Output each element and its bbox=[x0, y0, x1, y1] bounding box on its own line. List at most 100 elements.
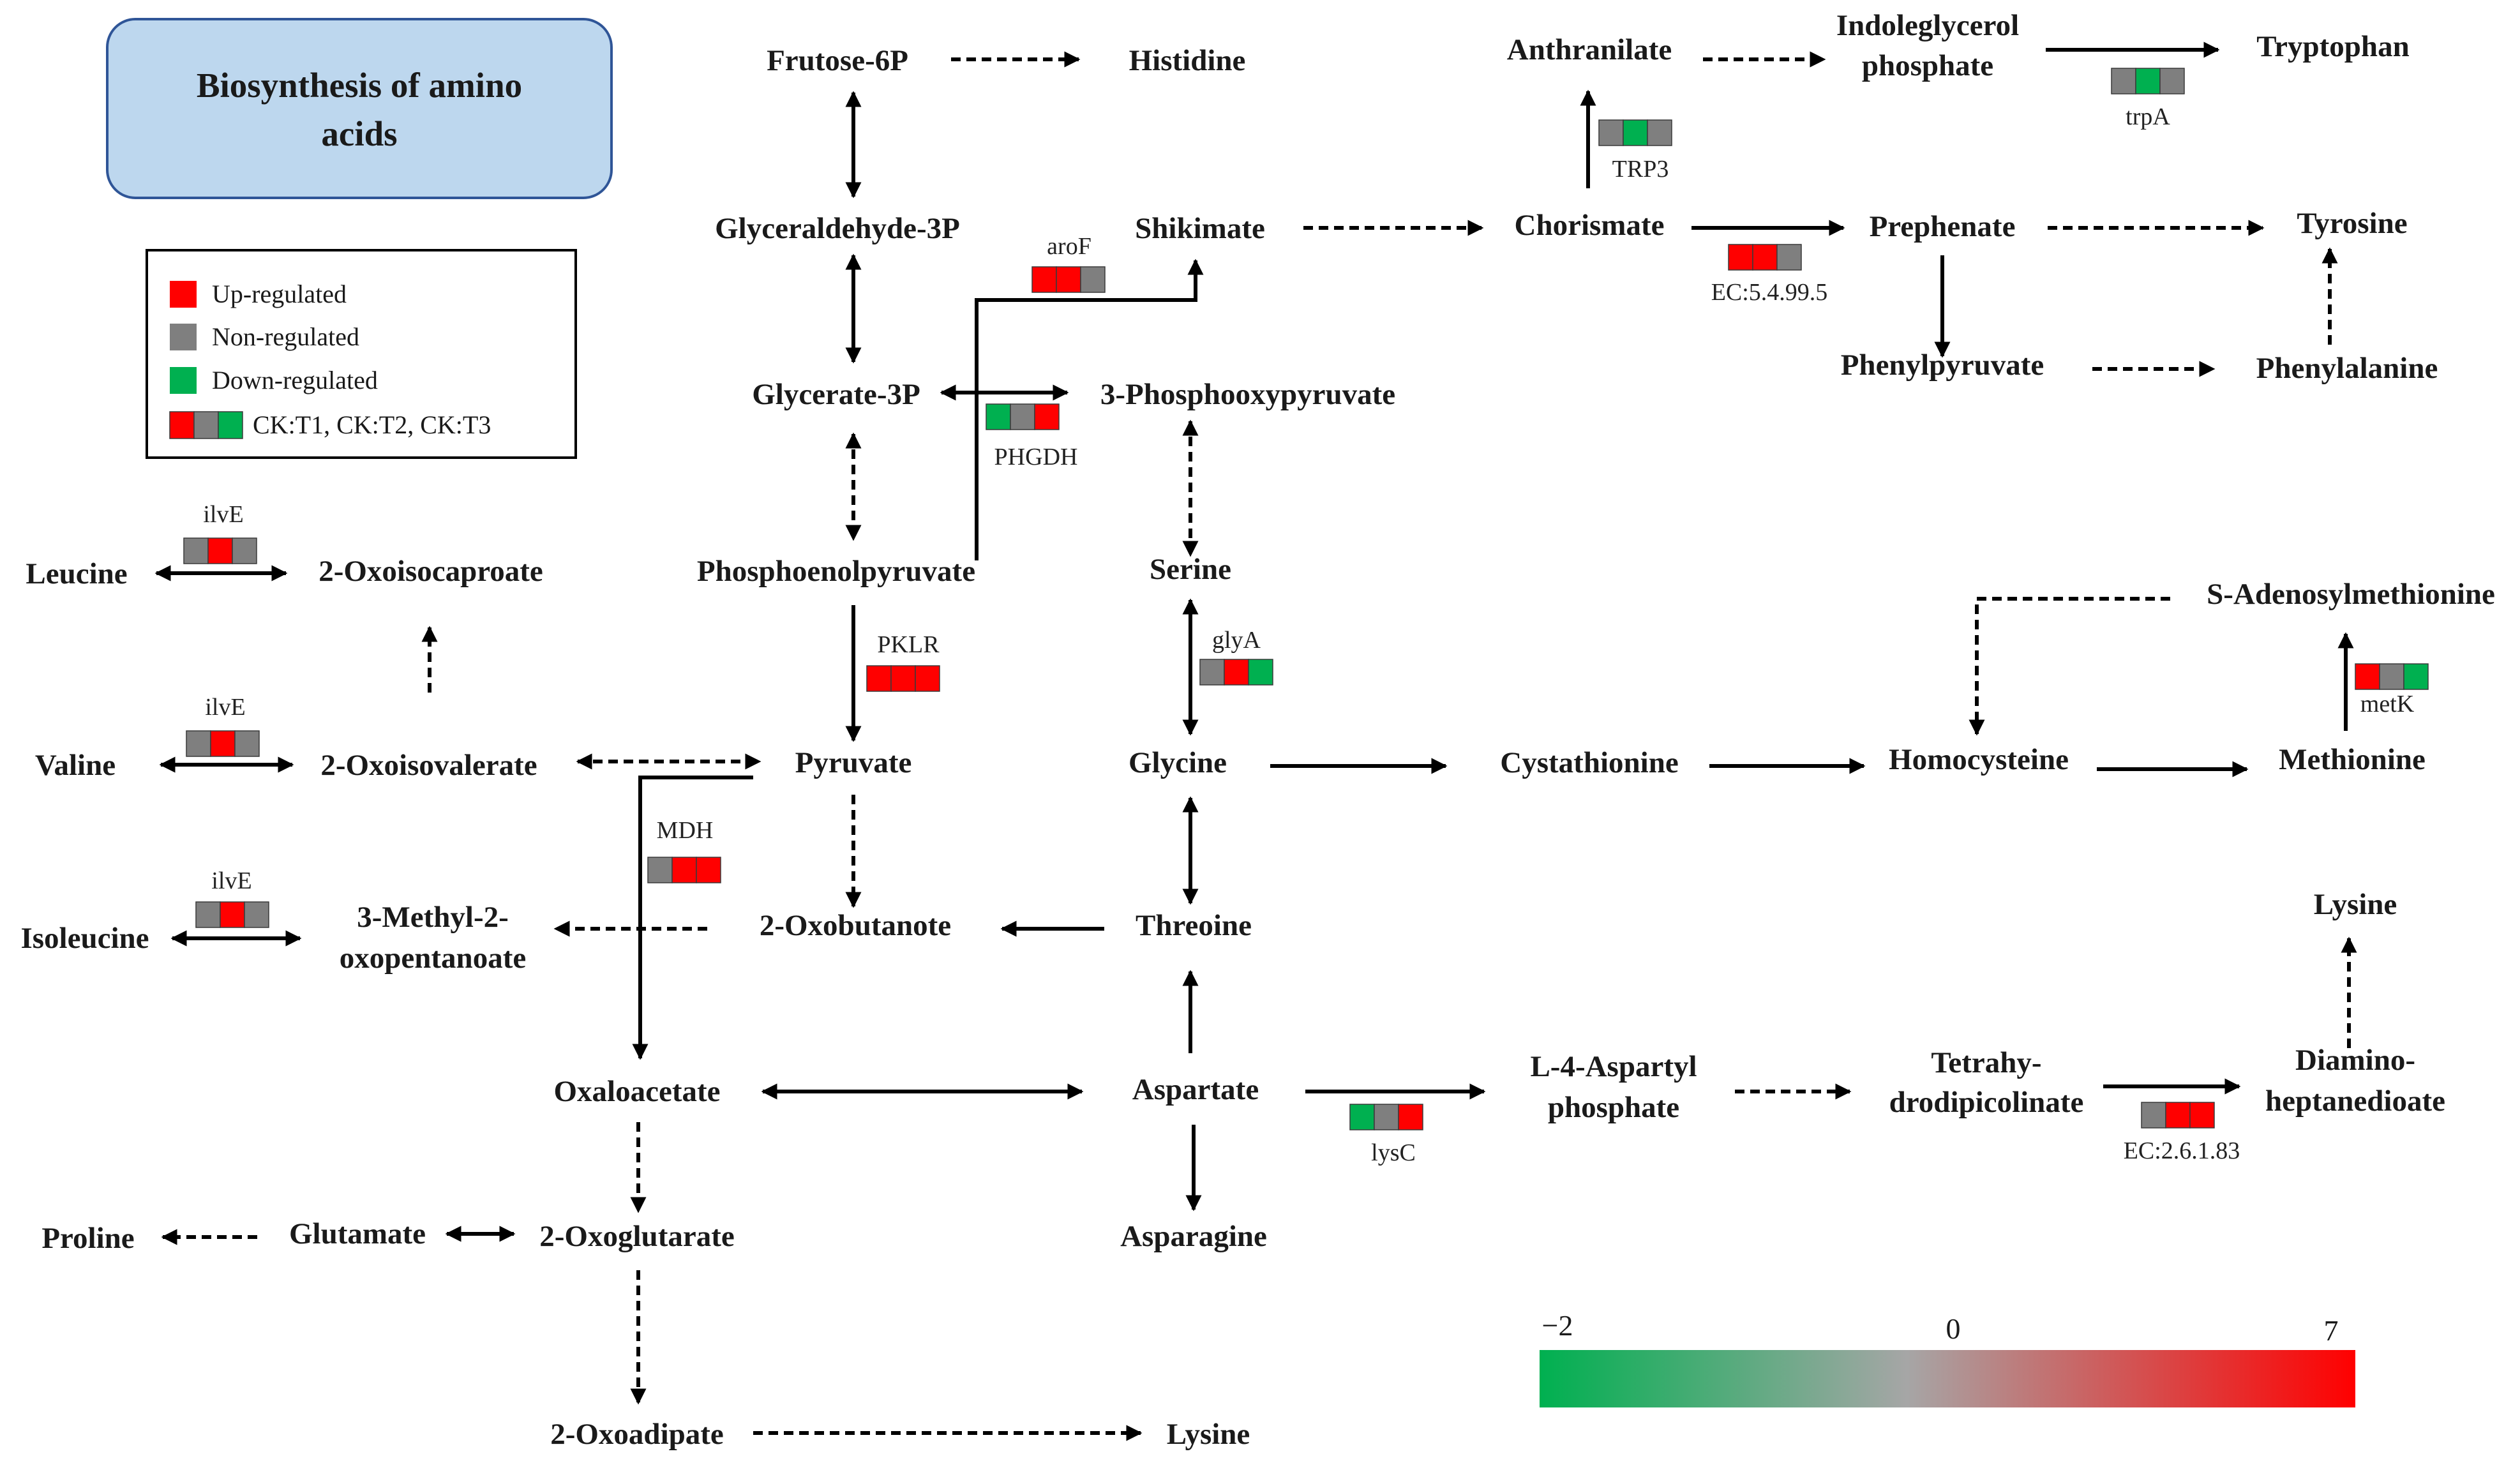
expression-box bbox=[183, 537, 257, 564]
expression-cell-non bbox=[186, 730, 211, 757]
expression-box bbox=[647, 857, 721, 883]
enzyme-label: ilvE bbox=[211, 867, 251, 894]
title-box: Biosynthesis of amino acids bbox=[106, 18, 613, 199]
metabolite-cystathionine: Cystathionine bbox=[1500, 746, 1678, 779]
color-scale-mid: 0 bbox=[1946, 1312, 1961, 1345]
metabolite-3-methyl-2-oxopentanoate-line-2: oxopentanoate bbox=[340, 942, 526, 975]
expression-cell-up bbox=[2165, 1102, 2191, 1129]
expression-box bbox=[1598, 119, 1672, 146]
legend-up-label: Up-regulated bbox=[212, 280, 347, 308]
metabolite-indoleglycerol-phosphate-line-1: Indoleglycerol bbox=[1836, 9, 2019, 42]
expression-cell-up bbox=[210, 730, 236, 757]
metabolite-2-oxoisocaproate: 2-Oxoisocaproate bbox=[319, 555, 543, 588]
legend-down-swatch bbox=[170, 367, 197, 394]
metabolite-2-oxoisovalerate: 2-Oxoisovalerate bbox=[320, 749, 537, 782]
metabolite-tetrahydrodipicolinate-line-1: Tetrahy- bbox=[1931, 1046, 2041, 1079]
enzyme-ilvE-valine: ilvE bbox=[186, 694, 260, 757]
metabolite-diaminoheptanedioate-line-2: heptanedioate bbox=[2265, 1084, 2445, 1118]
metabolite-homocysteine: Homocysteine bbox=[1889, 743, 2069, 776]
expression-cell-up bbox=[220, 901, 245, 928]
metabolite-tryptophan: Tryptophan bbox=[2256, 30, 2409, 63]
expression-box bbox=[2355, 663, 2429, 690]
legend-down-label: Down-regulated bbox=[212, 366, 378, 394]
metabolite-frutose-6p: Frutose-6P bbox=[767, 44, 908, 77]
metabolite-3-methyl-2-oxopentanoate-line-1: 3-Methyl-2- bbox=[357, 901, 509, 934]
title-line-2: acids bbox=[321, 114, 397, 153]
metabolite-aspartate: Aspartate bbox=[1132, 1073, 1259, 1106]
metabolite-glycerate-3p: Glycerate-3P bbox=[752, 378, 920, 411]
color-scale-min: −2 bbox=[1542, 1309, 1573, 1342]
expression-cell-non bbox=[2111, 68, 2136, 94]
expression-cell-down bbox=[2403, 663, 2429, 690]
enzyme-label: lysC bbox=[1371, 1139, 1416, 1166]
metabolite-threoine: Threoine bbox=[1136, 909, 1252, 942]
legend-sample-box bbox=[169, 411, 243, 439]
expression-box bbox=[1349, 1104, 1423, 1130]
metabolite-lysine-right: Lysine bbox=[2314, 888, 2397, 921]
metabolite-glyceraldehyde-3p: Glyceraldehyde-3P bbox=[715, 212, 960, 245]
expression-box bbox=[195, 901, 269, 928]
enzyme-label: ilvE bbox=[203, 501, 243, 528]
metabolite-tyrosine: Tyrosine bbox=[2297, 207, 2407, 240]
enzyme-label: metK bbox=[2360, 691, 2415, 717]
expression-cell-non bbox=[2141, 1102, 2166, 1129]
expression-cell-non bbox=[1374, 1104, 1399, 1130]
expression-box bbox=[1728, 244, 1802, 271]
enzyme-TRP3: TRP3 bbox=[1598, 119, 1672, 183]
enzyme-EC-2.6.1.83: EC:2.6.1.83 bbox=[2124, 1102, 2240, 1164]
pathway-arrows bbox=[154, 41, 2357, 1441]
expression-cell-up bbox=[1034, 403, 1060, 430]
metabolite-asparagine: Asparagine bbox=[1120, 1220, 1267, 1253]
expression-cell-non bbox=[2159, 68, 2185, 94]
enzyme-label: EC:5.4.99.5 bbox=[1711, 279, 1828, 306]
metabolite-lysine-bottom: Lysine bbox=[1167, 1418, 1250, 1451]
enzyme-label: TRP3 bbox=[1612, 156, 1669, 183]
metabolite-valine: Valine bbox=[35, 749, 116, 782]
metabolite-histidine: Histidine bbox=[1129, 44, 1246, 77]
expression-cell-up bbox=[890, 665, 916, 692]
metabolite-prephenate: Prephenate bbox=[1870, 210, 2016, 243]
expression-cell-down bbox=[1623, 119, 1648, 146]
expression-cell-up bbox=[2189, 1102, 2215, 1129]
metabolite-indoleglycerol-phosphate-line-2: phosphate bbox=[1862, 49, 1993, 82]
expression-box bbox=[1031, 266, 1106, 293]
metabolite-shikimate: Shikimate bbox=[1135, 212, 1265, 245]
metabolite-oxaloacetate: Oxaloacetate bbox=[553, 1075, 720, 1108]
enzyme-EC-5.4.99.5: EC:5.4.99.5 bbox=[1711, 244, 1828, 306]
metabolite-anthranilate: Anthranilate bbox=[1507, 33, 1672, 66]
enzyme-aroF: aroF bbox=[1031, 233, 1106, 293]
metabolite-phosphoenolpyruvate: Phosphoenolpyruvate bbox=[697, 555, 975, 588]
color-scale-bar bbox=[1540, 1350, 2355, 1407]
expression-cell-non bbox=[234, 730, 260, 757]
legend-up-swatch bbox=[170, 281, 197, 308]
metabolite-l-4-aspartyl-phosphate-line-1: L-4-Aspartyl bbox=[1530, 1050, 1697, 1083]
legend-non-label: Non-regulated bbox=[212, 322, 359, 351]
enzyme-label: aroF bbox=[1047, 233, 1091, 260]
expression-cell-down bbox=[986, 403, 1011, 430]
metabolite-chorismate: Chorismate bbox=[1515, 209, 1665, 242]
metabolite-2-oxoadipate: 2-Oxoadipate bbox=[550, 1418, 724, 1451]
enzyme-label: trpA bbox=[2126, 103, 2170, 130]
enzyme-lysC: lysC bbox=[1349, 1104, 1423, 1166]
expression-box bbox=[2111, 68, 2185, 94]
metabolite-2-oxobutanote: 2-Oxobutanote bbox=[760, 909, 951, 942]
expression-cell-up bbox=[1031, 266, 1057, 293]
expression-cell-non bbox=[2379, 663, 2404, 690]
metabolite-glycine: Glycine bbox=[1129, 746, 1227, 779]
color-scale: −2 0 7 bbox=[1540, 1309, 2355, 1407]
expression-cell-non bbox=[647, 857, 673, 883]
expression-cell-non bbox=[244, 901, 269, 928]
metabolite-l-4-aspartyl-phosphate-line-2: phosphate bbox=[1548, 1091, 1679, 1124]
expression-cell-up bbox=[1398, 1104, 1423, 1130]
expression-cell-non bbox=[1010, 403, 1035, 430]
color-scale-max: 7 bbox=[2324, 1314, 2339, 1347]
expression-box bbox=[866, 665, 940, 692]
legend: Up-regulated Non-regulated Down-regulate… bbox=[146, 249, 577, 459]
expression-cell-up bbox=[696, 857, 721, 883]
expression-cell-non bbox=[232, 537, 257, 564]
expression-cell-up bbox=[671, 857, 697, 883]
expression-cell-up bbox=[1728, 244, 1753, 271]
metabolite-labels: Frutose-6P Histidine Glyceraldehyde-3P S… bbox=[20, 9, 2494, 1451]
enzyme-label: EC:2.6.1.83 bbox=[2124, 1137, 2240, 1164]
